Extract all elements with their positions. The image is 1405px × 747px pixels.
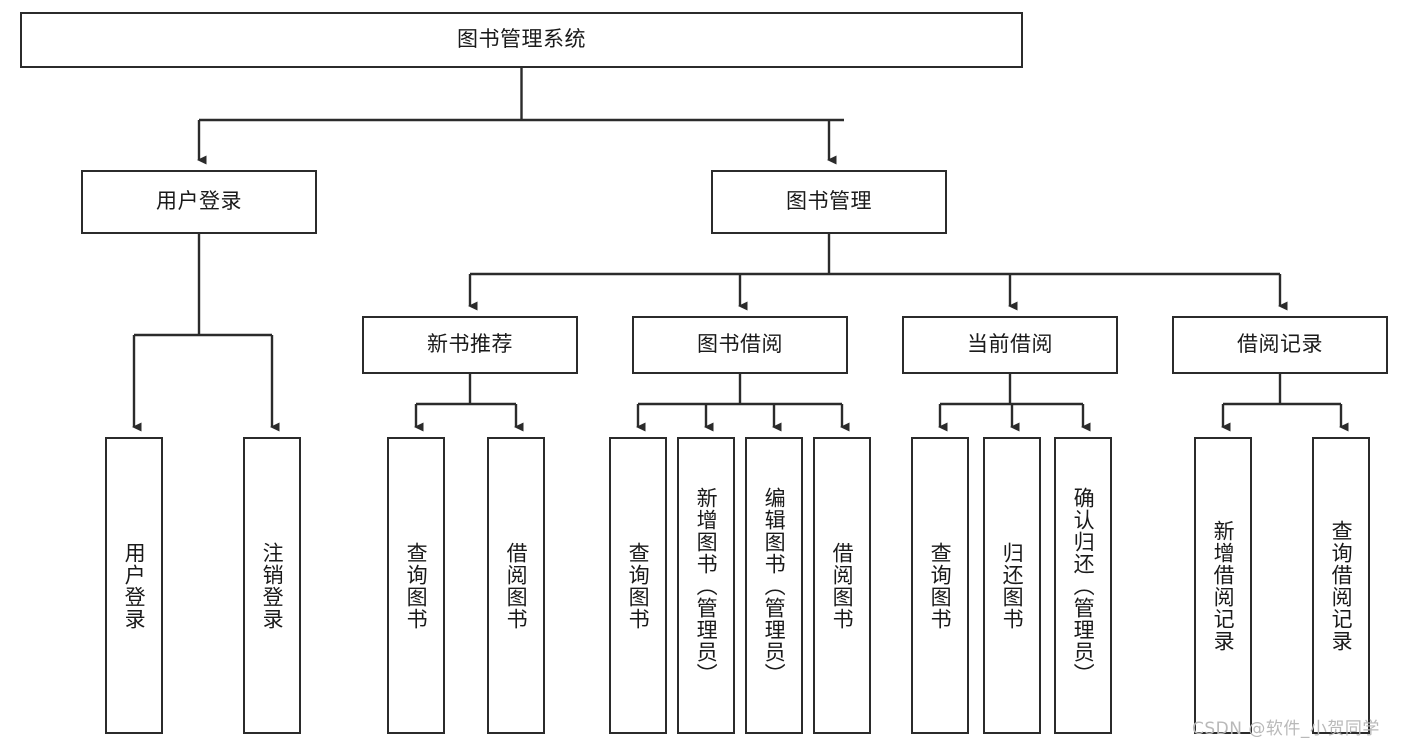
leaf-query-record-label: 查询借阅记录	[1329, 519, 1354, 652]
leaf-borrow-book-2[interactable]: 借阅图书	[813, 437, 871, 734]
leaf-confirm-return-label: 确认归还（管理员）	[1071, 486, 1096, 685]
leaf-add-book[interactable]: 新增图书（管理员）	[677, 437, 735, 734]
edge-group-borrow-record	[1221, 374, 1349, 432]
leaf-borrow-book-1[interactable]: 借阅图书	[487, 437, 545, 734]
leaf-borrow-book-1-label: 借阅图书	[504, 541, 529, 630]
node-user-login-label: 用户登录	[156, 189, 242, 214]
leaf-return-book-label: 归还图书	[1000, 541, 1025, 630]
edge-group-root	[197, 68, 844, 165]
node-new-book-recommend-label: 新书推荐	[427, 332, 513, 357]
edge-group-user-login	[132, 234, 280, 432]
leaf-user-login[interactable]: 用户登录	[105, 437, 163, 734]
node-root[interactable]: 图书管理系统	[20, 12, 1023, 68]
leaf-query-book-1[interactable]: 查询图书	[387, 437, 445, 734]
edge-group-new-book-recommend	[414, 374, 524, 432]
leaf-add-record[interactable]: 新增借阅记录	[1194, 437, 1252, 734]
leaf-query-record[interactable]: 查询借阅记录	[1312, 437, 1370, 734]
node-current-borrow[interactable]: 当前借阅	[902, 316, 1118, 374]
leaf-user-logout[interactable]: 注销登录	[243, 437, 301, 734]
node-borrow-record[interactable]: 借阅记录	[1172, 316, 1388, 374]
node-borrow-record-label: 借阅记录	[1237, 332, 1323, 357]
leaf-query-book-3[interactable]: 查询图书	[911, 437, 969, 734]
node-book-borrow[interactable]: 图书借阅	[632, 316, 848, 374]
leaf-user-logout-label: 注销登录	[260, 541, 285, 630]
leaf-query-book-2-label: 查询图书	[626, 541, 651, 630]
leaf-borrow-book-2-label: 借阅图书	[830, 541, 855, 630]
leaf-add-record-label: 新增借阅记录	[1211, 519, 1236, 652]
leaf-edit-book[interactable]: 编辑图书（管理员）	[745, 437, 803, 734]
node-book-manage-label: 图书管理	[786, 189, 872, 214]
node-book-manage[interactable]: 图书管理	[711, 170, 947, 234]
leaf-confirm-return[interactable]: 确认归还（管理员）	[1054, 437, 1112, 734]
leaf-query-book-1-label: 查询图书	[404, 541, 429, 630]
csdn-watermark: CSDN @软件_小贺同学	[1192, 719, 1380, 739]
edge-group-book-borrow	[636, 374, 850, 432]
node-new-book-recommend[interactable]: 新书推荐	[362, 316, 578, 374]
leaf-query-book-3-label: 查询图书	[928, 541, 953, 630]
node-user-login[interactable]: 用户登录	[81, 170, 317, 234]
node-book-borrow-label: 图书借阅	[697, 332, 783, 357]
leaf-user-login-label: 用户登录	[122, 541, 147, 630]
edge-group-current-borrow	[938, 374, 1091, 432]
leaf-query-book-2[interactable]: 查询图书	[609, 437, 667, 734]
edge-group-book-manage	[468, 234, 1288, 311]
leaf-edit-book-label: 编辑图书（管理员）	[762, 486, 787, 685]
node-current-borrow-label: 当前借阅	[967, 332, 1053, 357]
leaf-return-book[interactable]: 归还图书	[983, 437, 1041, 734]
leaf-add-book-label: 新增图书（管理员）	[694, 486, 719, 685]
node-root-label: 图书管理系统	[457, 27, 586, 52]
